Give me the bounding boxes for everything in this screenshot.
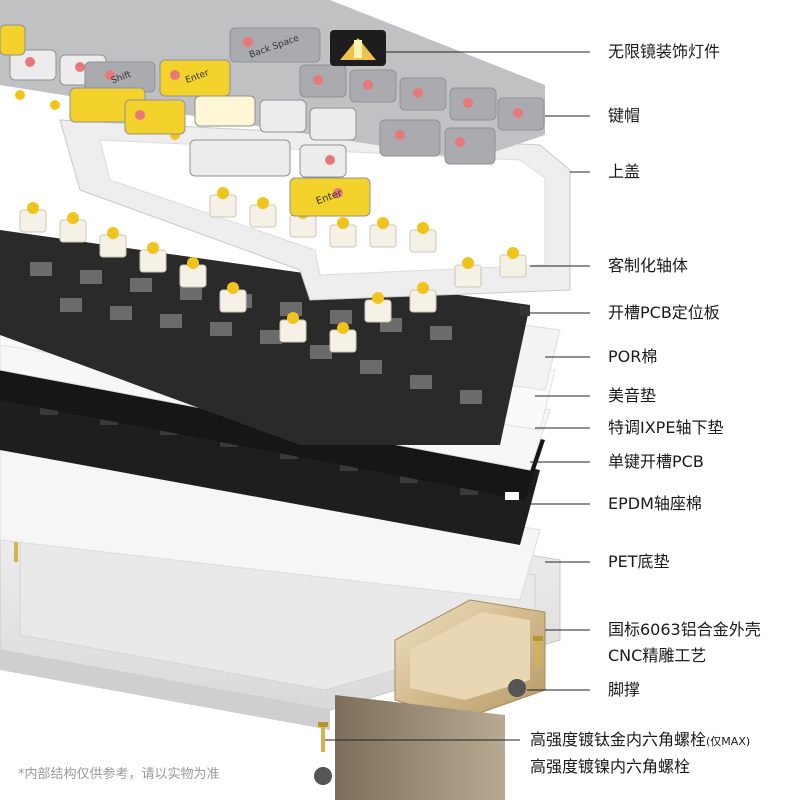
- switches-layer: [15, 90, 527, 353]
- label-top-case: 上盖: [608, 162, 641, 181]
- footnote: *内部结构仅供参考，请以实物为准: [18, 767, 220, 782]
- label-custom-switches: 客制化轴体: [608, 256, 689, 275]
- label-pet-pad: PET底垫: [608, 552, 670, 571]
- label-slotted-pcb: 单键开槽PCB: [608, 452, 704, 471]
- label-bottom-case-line1: 国标6063铝合金外壳: [608, 620, 761, 639]
- label-por-foam: POR棉: [608, 347, 658, 366]
- leader-lines: [325, 51, 590, 741]
- label-screw-nickel: 高强度镀镍内六角螺栓: [530, 757, 691, 776]
- bottom-weight-plate: [335, 695, 505, 800]
- label-screw-titanium-note: (仅MAX): [706, 735, 751, 748]
- foot-pad: [508, 679, 526, 697]
- label-epdm-foam: EPDM轴座棉: [608, 494, 702, 513]
- foot-pad-2: [314, 767, 332, 785]
- label-light-ornament: 无限镜装饰灯件: [608, 42, 721, 61]
- label-screw-titanium: 高强度镀钛金内六角螺栓(仅MAX): [530, 730, 750, 752]
- label-sound-pad: 美音垫: [608, 386, 657, 405]
- label-feet: 脚撑: [608, 680, 641, 699]
- bronze-weight: [394, 599, 546, 721]
- label-bottom-case-line2: CNC精雕工艺: [608, 646, 707, 665]
- positioning-plate-layer: [0, 230, 530, 445]
- light-ornament: [330, 30, 386, 66]
- label-slotted-plate: 开槽PCB定位板: [608, 303, 720, 322]
- label-ixpe-pad: 特调IXPE轴下垫: [608, 418, 724, 437]
- keycaps-layer: Back Space Enter Enter Shift: [0, 0, 545, 217]
- label-keycaps: 键帽: [608, 106, 641, 125]
- label-screw-titanium-main: 高强度镀钛金内六角螺栓: [530, 730, 707, 749]
